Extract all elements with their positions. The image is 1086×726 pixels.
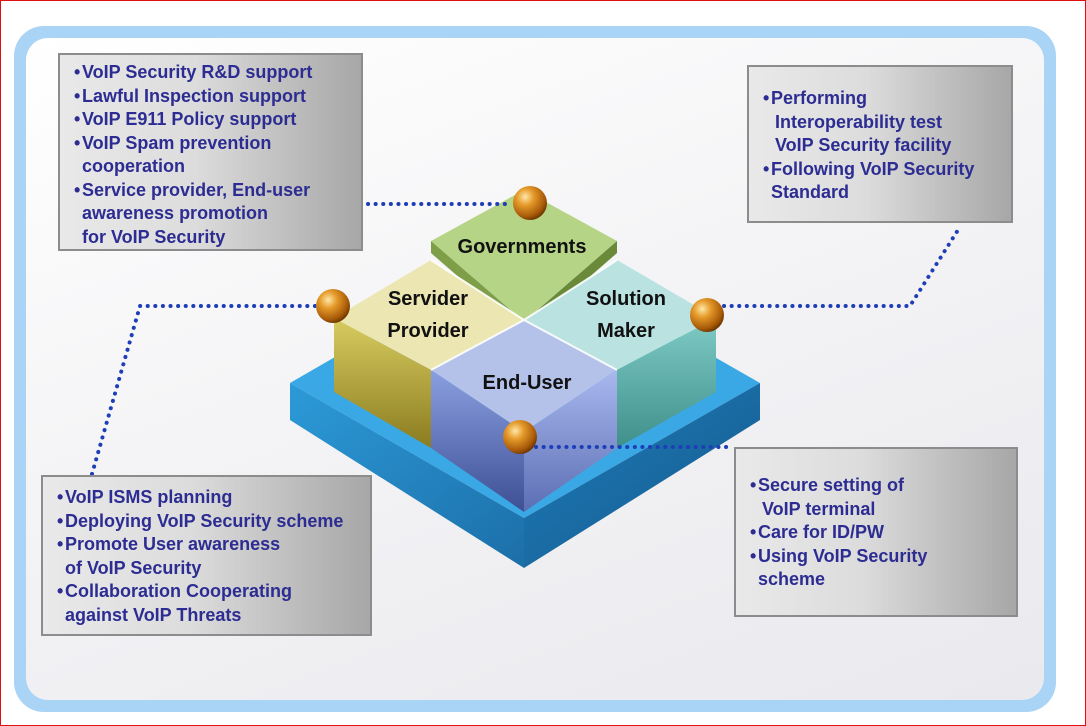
governments-role-item: Service provider, End-user awareness pro… <box>74 179 361 250</box>
solution-maker-role-line: Standard <box>771 182 850 202</box>
connector-service-provider <box>90 304 320 476</box>
sphere-service-provider <box>316 289 350 323</box>
service-provider-role-item: Collaboration Cooperating against VoIP T… <box>57 580 370 627</box>
governments-role-item: VoIP Spam prevention cooperation <box>74 132 361 179</box>
governments-role-item: VoIP E911 Policy support <box>74 108 361 132</box>
governments-role-line: awareness promotion <box>82 203 269 223</box>
service-provider-role-line: Promote User awareness <box>65 534 281 554</box>
tile-service-provider <box>334 260 524 448</box>
governments-role-line: cooperation <box>82 156 186 176</box>
end-user-role-item: Secure setting of VoIP terminal <box>750 474 1016 521</box>
governments-role-line: VoIP Spam prevention <box>82 132 272 153</box>
governments-role-line: Service provider, End-user <box>82 179 311 200</box>
solution-maker-role-line: VoIP Security facility <box>775 135 952 155</box>
end-user-role-line: scheme <box>758 569 826 589</box>
tile-end-user <box>431 320 617 512</box>
solution-maker-role-item: Following VoIP Security Standard <box>763 158 1011 205</box>
governments-role-item: VoIP Security R&D support <box>74 61 361 85</box>
tile-separators <box>430 259 618 371</box>
service-provider-role-item: VoIP ISMS planning <box>57 486 370 510</box>
end-user-role-line: Using VoIP Security <box>758 545 928 566</box>
end-user-role-line: Secure setting of <box>758 475 905 495</box>
solution-maker-label-line2: Maker <box>597 320 655 342</box>
solution-maker-roles-box: Performing Interoperability test VoIP Se… <box>747 65 1013 223</box>
service-provider-role-item: Promote User awareness of VoIP Security <box>57 533 370 580</box>
service-provider-role-line: against VoIP Threats <box>65 604 242 625</box>
end-user-roles-box: Secure setting of VoIP terminal Care for… <box>734 447 1018 617</box>
service-provider-role-line: of VoIP Security <box>65 557 202 578</box>
connector-solution-maker <box>722 228 960 308</box>
governments-role-item: Lawful Inspection support <box>74 85 361 109</box>
service-provider-role-item: Deploying VoIP Security scheme <box>57 510 370 534</box>
end-user-role-item: Using VoIP Security scheme <box>750 545 1016 592</box>
solution-maker-role-line: Interoperability test <box>775 111 943 132</box>
end-user-role-line: VoIP terminal <box>762 498 876 519</box>
sphere-governments <box>513 186 547 220</box>
end-user-label: End-User <box>482 372 572 394</box>
solution-maker-label-line1: Solution <box>586 288 666 310</box>
solution-maker-role-item: Performing Interoperability test VoIP Se… <box>763 87 1011 158</box>
tile-solution-maker <box>524 260 716 448</box>
solution-maker-role-line: Performing <box>771 88 868 108</box>
governments-role-line: for VoIP Security <box>82 226 226 247</box>
solution-maker-label: Solution Maker <box>560 283 692 347</box>
service-provider-role-line: Collaboration Cooperating <box>65 581 292 601</box>
solution-maker-role-line: Following VoIP Security <box>771 158 975 179</box>
service-provider-label-line2: Provider <box>387 320 469 342</box>
service-provider-label-line1: Servider <box>387 288 469 310</box>
sphere-end-user <box>503 420 537 454</box>
governments-roles-box: VoIP Security R&D support Lawful Inspect… <box>58 53 363 251</box>
service-provider-label: Servider Provider <box>362 283 494 347</box>
end-user-role-item: Care for ID/PW <box>750 521 1016 545</box>
service-provider-roles-box: VoIP ISMS planning Deploying VoIP Securi… <box>41 475 372 636</box>
sphere-solution-maker <box>690 298 724 332</box>
governments-label: Governments <box>457 236 587 258</box>
